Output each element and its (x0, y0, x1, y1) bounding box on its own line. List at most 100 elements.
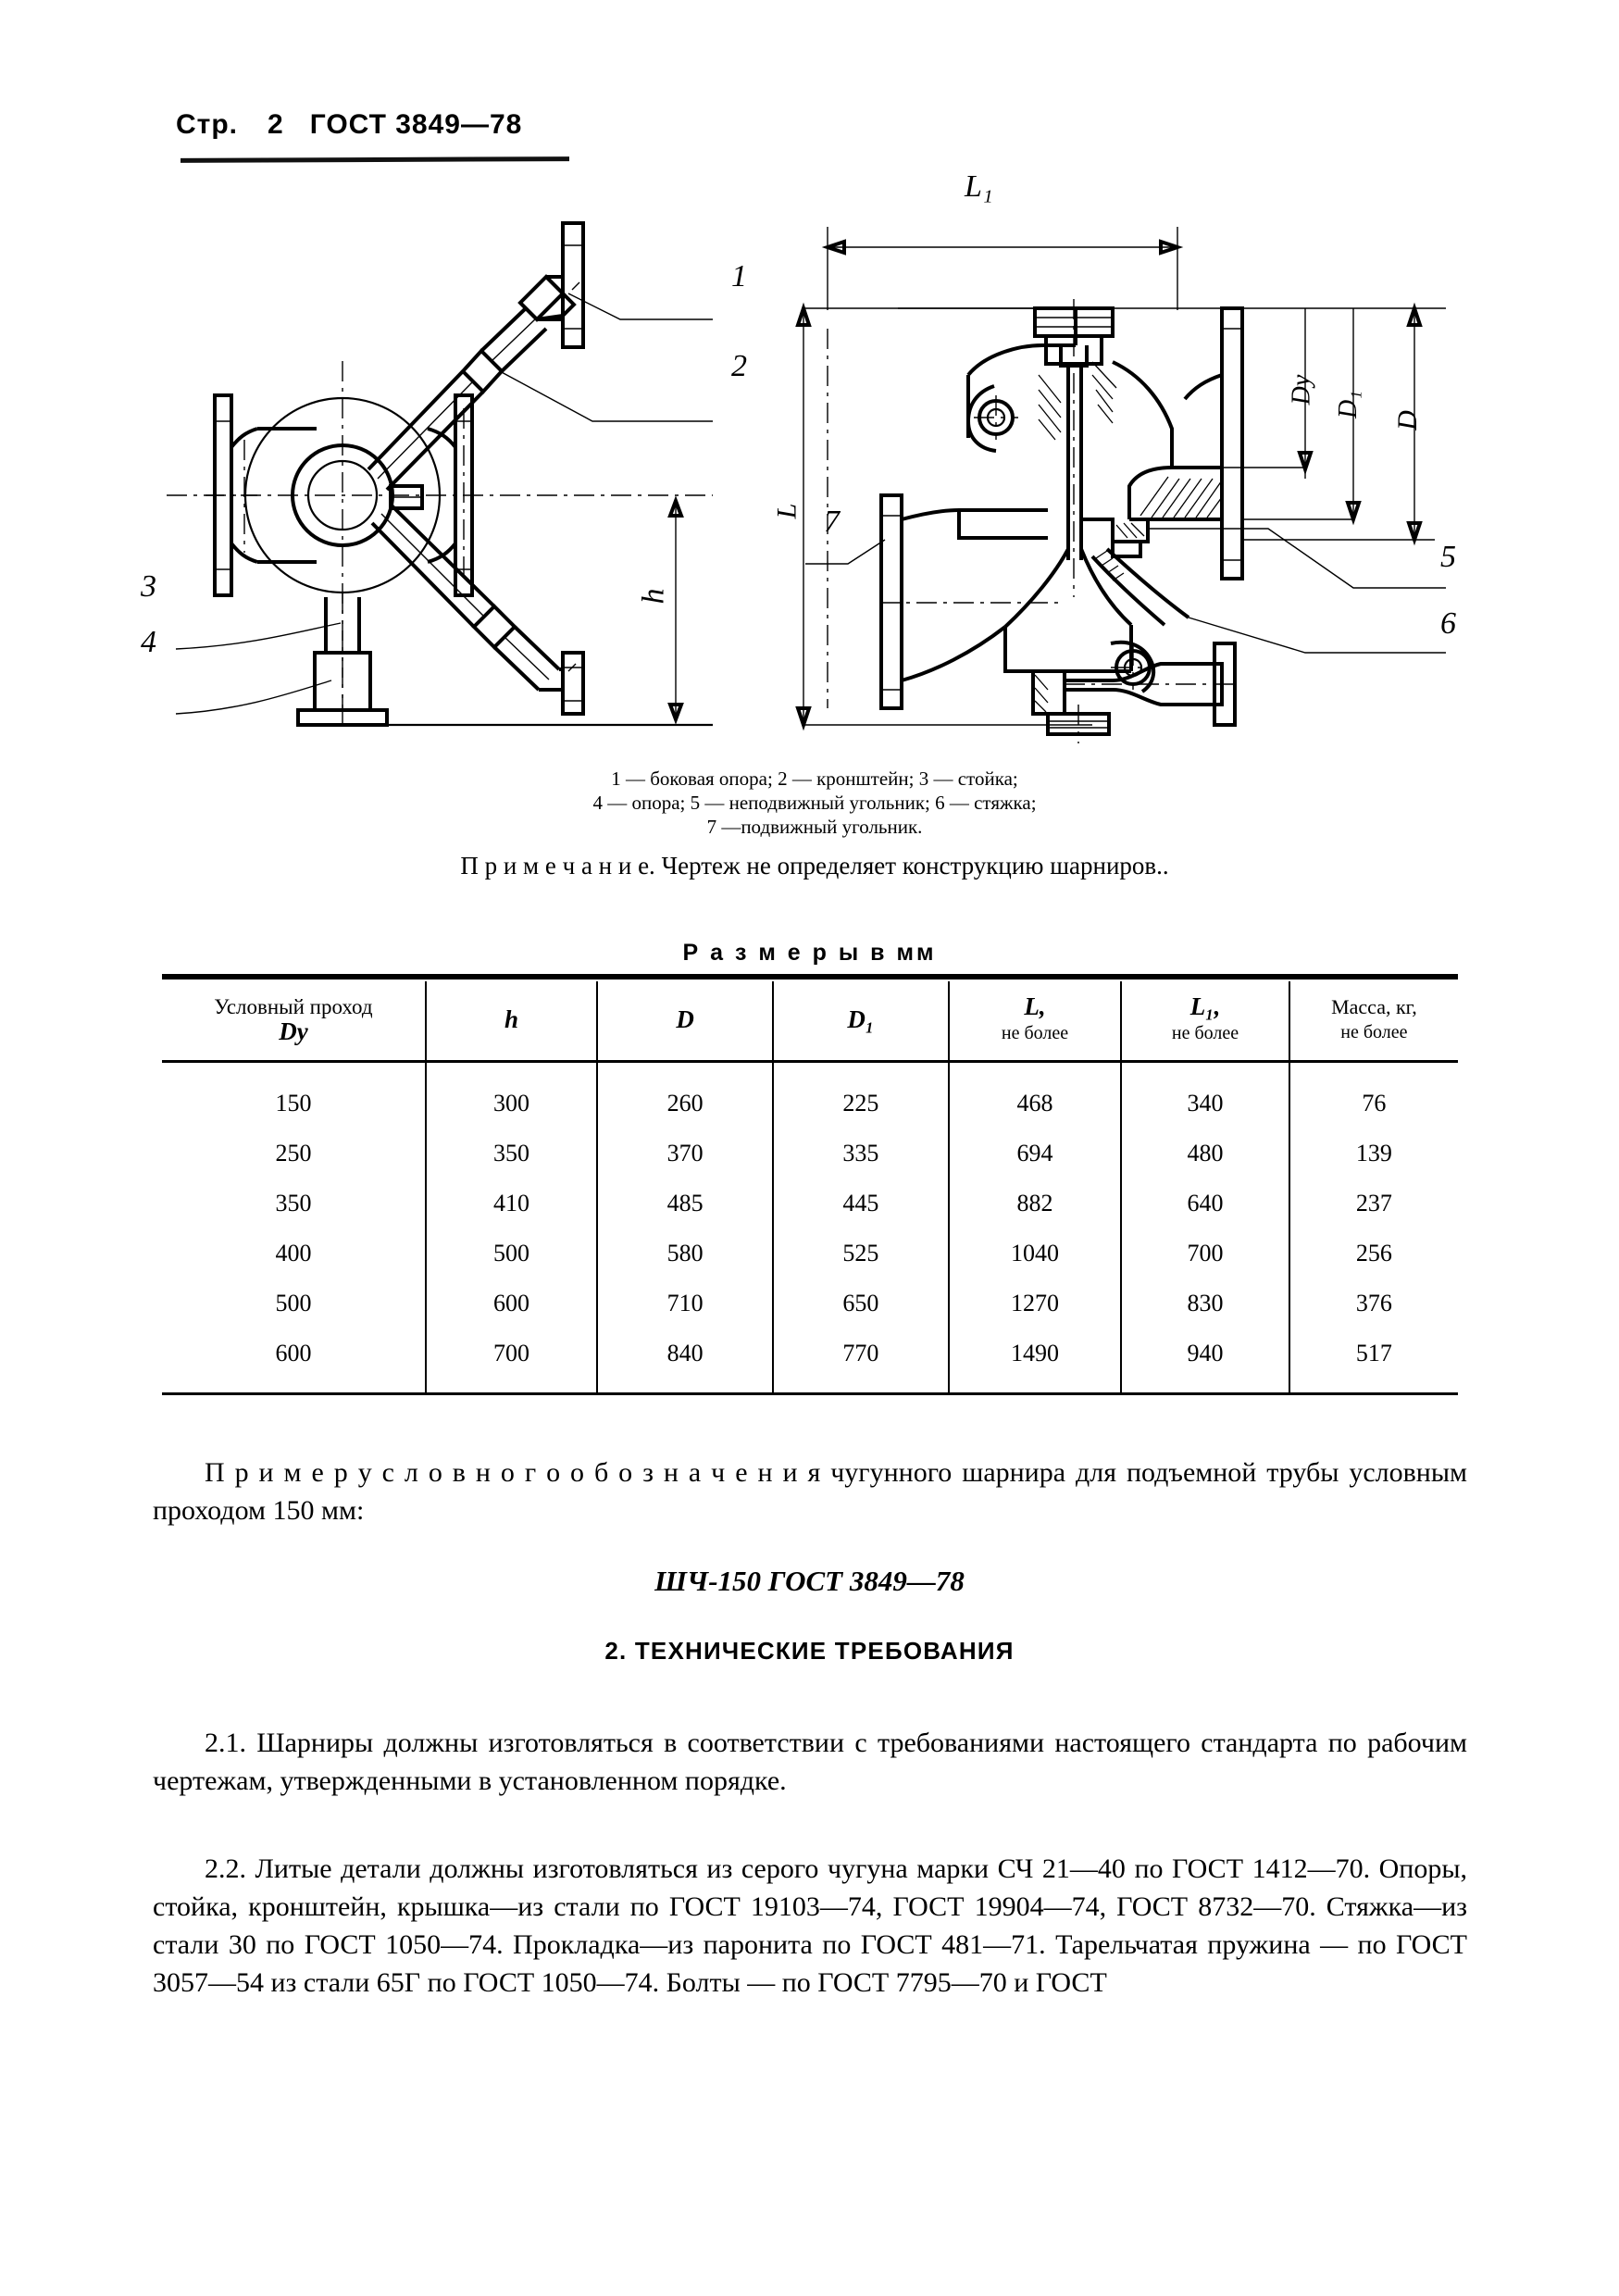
table-cell: 640 (1120, 1179, 1289, 1229)
dimension-label-D1: D₁ (1333, 391, 1363, 418)
callout-7: 7 (824, 505, 840, 539)
table-cell: 700 (1120, 1229, 1289, 1279)
table-cell: 260 (596, 1061, 773, 1129)
p22-text: 2.2. Литые детали должны изготовляться и… (153, 1853, 1467, 1998)
col-header-d: D (596, 981, 773, 1063)
table-cell: 600 (424, 1279, 598, 1329)
table-cell: 76 (1288, 1061, 1458, 1129)
header-page-number: 2 (268, 109, 284, 140)
col-header-mass-main: Масса, кг, (1331, 995, 1417, 1018)
header-page-word: Стр. (176, 109, 239, 140)
drawing-right-view: L₁ L Dу D₁ D 7 5 6 (771, 169, 1472, 745)
col-header-l1-sub: не более (1171, 1023, 1239, 1043)
col-header-dy-main: Условный проход (214, 994, 373, 1018)
dimension-label-Dy: Dу (1287, 374, 1316, 406)
table-cell: 882 (947, 1179, 1122, 1229)
figure-legend: 1 — боковая опора; 2 — кронштейн; 3 — ст… (139, 767, 1490, 839)
dimension-label-L: L (771, 503, 803, 519)
col-header-d1: D₁ (771, 981, 949, 1063)
table-cell: 1040 (947, 1229, 1122, 1279)
callout-2: 2 (731, 349, 747, 383)
table-cell: 370 (596, 1129, 773, 1179)
table-cell: 517 (1288, 1329, 1458, 1392)
table-title: Р а з м е р ы в мм (682, 940, 937, 966)
table-cell: 139 (1288, 1129, 1458, 1179)
table-cell: 340 (1120, 1061, 1289, 1129)
legend-line-1: 1 — боковая опора; 2 — кронштейн; 3 — ст… (611, 767, 1018, 790)
table-cell: 480 (1120, 1129, 1289, 1179)
table-cell: 700 (424, 1329, 598, 1392)
table-cell: 1490 (947, 1329, 1122, 1392)
col-header-l-main: L, (1024, 992, 1046, 1020)
legend-line-3: 7 —подвижный угольник. (706, 816, 923, 838)
paragraph-2-1: 2.1. Шарниры должны изготовляться в соот… (153, 1724, 1467, 1800)
table-top-rule (162, 974, 1458, 980)
table-cell: 710 (596, 1279, 773, 1329)
table-cell: 694 (947, 1129, 1122, 1179)
technical-drawings: 1 2 3 4 h (139, 169, 1490, 745)
legend-line-2: 4 — опора; 5 — неподвижный угольник; 6 —… (592, 792, 1037, 814)
table-cell: 376 (1288, 1279, 1458, 1329)
dimension-label-D: D (1391, 410, 1423, 430)
col-header-l1-main: L₁, (1189, 992, 1221, 1020)
example-paragraph: П р и м е р у с л о в н о г о о б о з н … (153, 1454, 1467, 1529)
paragraph-2-2: 2.2. Литые детали должны изготовляться и… (153, 1850, 1467, 2002)
designation-line: ШЧ-150 ГОСТ 3849—78 (654, 1565, 965, 1597)
table-cell: 580 (596, 1229, 773, 1279)
page-header: Стр. 2 ГОСТ 3849—78 (176, 109, 1453, 141)
callout-6: 6 (1440, 606, 1456, 641)
table-cell: 300 (424, 1061, 598, 1129)
figure-note: П р и м е ч а н и е. Чертеж не определяе… (139, 852, 1490, 880)
col-header-h: h (424, 981, 598, 1063)
note-label: П р и м е ч а н и е. (460, 852, 655, 880)
section-heading: 2. ТЕХНИЧЕСКИЕ ТРЕБОВАНИЯ (604, 1637, 1015, 1665)
table-cell: 650 (771, 1279, 949, 1329)
table-cell: 940 (1120, 1329, 1289, 1392)
p21-text: 2.1. Шарниры должны изготовляться в соот… (153, 1728, 1467, 1796)
callout-5: 5 (1440, 540, 1456, 574)
table-cell: 468 (947, 1061, 1122, 1129)
dimension-label-h: h (636, 588, 671, 605)
col-header-dy: Условный проход Dу (162, 981, 426, 1063)
callout-3: 3 (141, 569, 156, 604)
header-standard-id: ГОСТ 3849—78 (309, 109, 523, 140)
drawing-left-view: 1 2 3 4 h (141, 190, 768, 745)
table-cell: 256 (1288, 1229, 1458, 1279)
table-cell: 500 (424, 1229, 598, 1279)
col-header-l: L, не более (947, 981, 1122, 1063)
table-cell: 350 (275, 1190, 312, 1217)
note-text: Чертеж не определяет конструкцию шарниро… (661, 852, 1169, 880)
col-header-l-sub: не более (1001, 1023, 1069, 1043)
table-header-row: Условный проход Dу h D D₁ L, не более (162, 981, 1458, 1063)
table-cell: 485 (596, 1179, 773, 1229)
table-cell: 500 (275, 1290, 312, 1316)
table-cell: 410 (424, 1179, 598, 1229)
table-cell: 335 (771, 1129, 949, 1179)
table-cell: 445 (771, 1179, 949, 1229)
table-cell: 770 (771, 1329, 949, 1392)
table-cell: 350 (424, 1129, 598, 1179)
callout-4: 4 (141, 625, 156, 659)
table-bottom-rule (162, 1392, 1458, 1395)
col-header-mass-sub: не более (1340, 1022, 1408, 1042)
example-text: П р и м е р у с л о в н о г о о б о з н … (153, 1457, 1467, 1526)
header-divider-rule (180, 156, 570, 163)
callout-1: 1 (731, 259, 747, 293)
table-cell: 237 (1288, 1179, 1458, 1229)
table-cell: 525 (771, 1229, 949, 1279)
table-cell: 1270 (947, 1279, 1122, 1329)
col-header-d1-main: D₁ (847, 1004, 875, 1033)
col-header-d-main: D (676, 1004, 694, 1033)
table-cell: 225 (771, 1061, 949, 1129)
table-head: Условный проход Dу h D D₁ L, не более (162, 981, 1458, 1063)
dimension-label-L1: L₁ (965, 169, 993, 204)
col-header-dy-sub: Dу (279, 1017, 308, 1045)
table-cell: 150 (275, 1090, 312, 1117)
table-cell: 830 (1120, 1279, 1289, 1329)
